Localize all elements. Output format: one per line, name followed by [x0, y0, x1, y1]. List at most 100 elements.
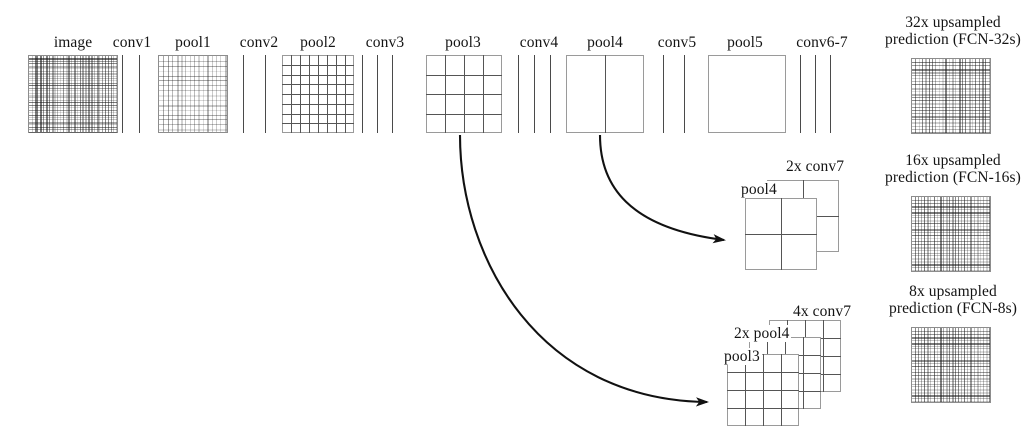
texture-line-v — [45, 56, 48, 132]
texture-line-v — [935, 59, 937, 133]
texture-line-h — [912, 392, 990, 395]
texture-line-h — [912, 87, 990, 90]
prediction-map-fcn-8s — [911, 327, 991, 403]
texture-line-h — [29, 82, 117, 84]
texture-line-v — [976, 197, 979, 271]
texture-line-v — [176, 56, 179, 132]
texture-line-v — [107, 56, 109, 132]
texture-line-v — [936, 197, 938, 271]
caption-line-1: 32x upsampled — [905, 14, 1001, 31]
texture-line-h — [29, 75, 117, 77]
texture-line-v — [921, 328, 923, 402]
texture-line-v — [921, 197, 923, 271]
texture-line-h — [912, 128, 990, 130]
texture-line-v — [102, 56, 104, 132]
texture-line-v — [185, 56, 187, 132]
texture-line-h — [912, 202, 990, 204]
texture-line-h — [912, 354, 990, 356]
texture-line-h — [29, 92, 117, 94]
conv-line — [800, 55, 801, 133]
texture-line-h — [29, 60, 117, 62]
texture-line-h — [912, 342, 990, 345]
texture-line-v — [202, 56, 204, 132]
texture-line-v — [933, 197, 935, 271]
texture-line-v — [975, 59, 977, 133]
feature-map-pool3 — [426, 55, 502, 133]
texture-line-h — [29, 107, 117, 109]
texture-line-h — [912, 249, 990, 251]
texture-line-h — [159, 80, 227, 82]
pipeline-label-conv3: conv3 — [365, 34, 405, 51]
texture-line-v — [972, 59, 973, 133]
texture-line-h — [159, 95, 227, 97]
fusion-label-8s-pool3: pool3 — [722, 348, 762, 365]
grid-line-h — [282, 123, 354, 125]
feature-map-pool5 — [708, 55, 786, 133]
texture-line-h — [912, 243, 990, 245]
texture-line-v — [962, 59, 963, 133]
texture-line-h — [912, 97, 990, 98]
texture-line-h — [29, 109, 117, 111]
grid-line-h — [727, 408, 799, 409]
texture-line-h — [29, 70, 117, 72]
grid-line-h — [426, 113, 502, 115]
texture-line-h — [912, 116, 990, 118]
texture-line-h — [29, 119, 117, 121]
conv-line — [139, 55, 140, 133]
texture-line-v — [90, 56, 93, 132]
texture-line-h — [912, 131, 990, 133]
grid-line-h — [282, 84, 354, 86]
texture-line-v — [982, 59, 984, 133]
texture-line-v — [93, 56, 95, 132]
conv-line — [392, 55, 393, 133]
texture-line-v — [104, 56, 106, 132]
texture-line-v — [71, 56, 73, 132]
texture-line-v — [958, 197, 960, 271]
texture-line-h — [29, 129, 117, 131]
texture-line-h — [912, 377, 990, 380]
texture-line-h — [912, 109, 990, 111]
texture-line-v — [952, 197, 954, 271]
texture-line-h — [29, 63, 117, 65]
texture-line-h — [912, 360, 990, 363]
texture-line-v — [96, 56, 99, 132]
texture-line-v — [948, 197, 950, 271]
feature-map-pool2 — [282, 55, 354, 133]
texture-line-v — [955, 59, 957, 133]
texture-line-h — [29, 77, 117, 79]
texture-line-h — [29, 99, 117, 101]
texture-line-v — [76, 56, 78, 132]
texture-line-v — [113, 56, 115, 132]
texture-line-v — [952, 328, 954, 402]
texture-line-v — [964, 197, 966, 271]
feature-map-image — [28, 55, 118, 133]
texture-line-h — [159, 124, 227, 126]
texture-line-v — [982, 197, 984, 271]
texture-line-h — [912, 103, 990, 106]
texture-line-v — [82, 56, 85, 132]
texture-line-h — [912, 112, 990, 114]
texture-line-h — [912, 383, 990, 385]
texture-line-h — [912, 122, 990, 125]
conv-block-conv6-7 — [800, 55, 831, 133]
texture-line-v — [936, 328, 938, 402]
grid-line-h — [727, 372, 799, 373]
texture-line-v — [979, 197, 981, 271]
texture-line-v — [918, 59, 920, 133]
texture-line-v — [48, 56, 50, 132]
prediction-map-fcn-16s — [911, 196, 991, 272]
texture-line-h — [29, 102, 117, 104]
texture-line-v — [79, 56, 81, 132]
texture-line-h — [912, 357, 990, 359]
texture-line-v — [976, 328, 979, 402]
conv-line — [534, 55, 535, 133]
texture-line-h — [29, 73, 117, 76]
texture-line-h — [29, 68, 117, 70]
texture-line-v — [31, 56, 33, 132]
grid-line-h — [727, 390, 799, 391]
caption-line-2: prediction (FCN-32s) — [885, 31, 1021, 48]
texture-line-h — [912, 100, 990, 102]
texture-line-v — [59, 56, 61, 132]
